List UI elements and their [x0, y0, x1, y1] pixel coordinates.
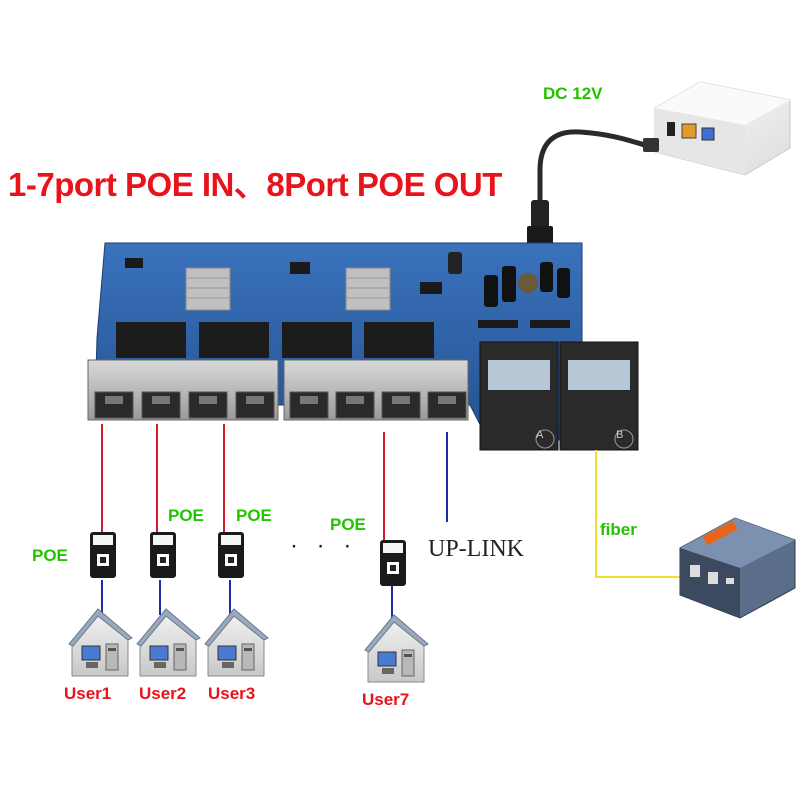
- user-label-3: User3: [208, 684, 256, 703]
- module-letter-a: A: [536, 429, 544, 441]
- rj45-port-row: [94, 391, 467, 419]
- rj45-port-2: [141, 391, 181, 419]
- connection-lines: [101, 424, 680, 620]
- fiber-line: [595, 450, 680, 578]
- rj45-port-3: [188, 391, 228, 419]
- poe-injector-2: [150, 532, 176, 578]
- poe-injector-4: [380, 540, 406, 586]
- dc-power-cable: [527, 129, 659, 248]
- rj45-port-6: [335, 391, 375, 419]
- rj45-port-4: [235, 391, 275, 419]
- house-icon-2: [136, 608, 201, 677]
- poe-label-1: POE: [32, 546, 68, 565]
- rj45-port-7: [381, 391, 421, 419]
- user-houses: [68, 608, 429, 683]
- poe-label-7: POE: [330, 515, 366, 534]
- user-label-1: User1: [64, 684, 112, 703]
- switch-pcb: [87, 242, 639, 451]
- rj45-port-1: [94, 391, 134, 419]
- rj45-port-5: [289, 391, 329, 419]
- user-label-2: User2: [139, 684, 187, 703]
- house-icon-1: [68, 608, 133, 677]
- uplink-label: UP-LINK: [428, 536, 524, 562]
- ellipsis-dots: · · ·: [290, 532, 358, 559]
- poe-injectors: [90, 532, 406, 586]
- dc-12v-label: DC 12V: [543, 84, 603, 103]
- poe-injector-1: [90, 532, 116, 578]
- poe-injector-3: [218, 532, 244, 578]
- module-letter-b: B: [616, 429, 624, 441]
- media-converter: [679, 517, 796, 619]
- rj45-port-8: [427, 391, 467, 419]
- user-label-7: User7: [362, 690, 410, 709]
- house-icon-4: [364, 614, 429, 683]
- power-adapter-router: [654, 81, 791, 176]
- poe-label-2: POE: [168, 506, 204, 525]
- diagram-title: 1-7port POE IN、8Port POE OUT: [8, 166, 502, 203]
- fiber-label: fiber: [600, 520, 637, 539]
- poe-label-3: POE: [236, 506, 272, 525]
- house-icon-3: [204, 608, 269, 677]
